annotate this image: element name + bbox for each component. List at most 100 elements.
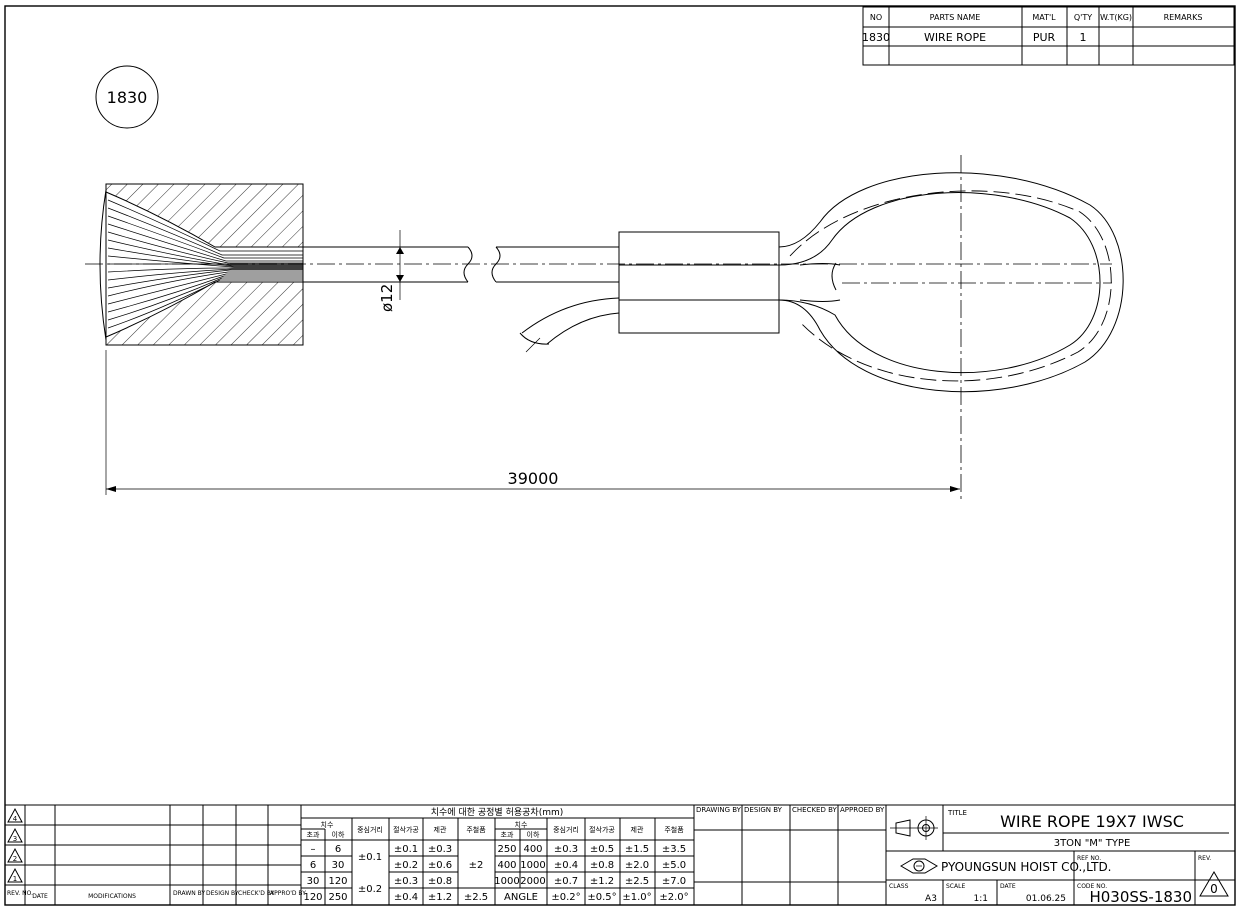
date-label: DATE (1000, 883, 1016, 890)
parts-head-remarks: REMARKS (1164, 13, 1203, 22)
third-angle-projection-icon (890, 816, 938, 840)
revision-triangle-1: 1 (7, 867, 23, 883)
company-name: PYOUNGSUN HOIST CO.,LTD. (941, 860, 1112, 874)
svg-text:±2.0: ±2.0 (625, 860, 649, 871)
svg-text:±2: ±2 (469, 860, 484, 871)
part-balloon: 1830 (95, 65, 159, 129)
length-label: 39000 (508, 469, 559, 488)
svg-text:120: 120 (328, 876, 347, 887)
date-value: 01.06.25 (1026, 894, 1066, 904)
svg-text:±0.5°: ±0.5° (587, 892, 616, 903)
rev-date-label: DATE (32, 893, 48, 900)
svg-text:3: 3 (13, 835, 17, 843)
parts-head-name: PARTS NAME (930, 13, 981, 22)
svg-text:4: 4 (13, 815, 18, 823)
tol-left-over: 초과 (307, 830, 320, 839)
svg-text:1: 1 (13, 875, 17, 883)
company-logo-icon (900, 858, 938, 874)
svg-text:±0.1: ±0.1 (394, 844, 418, 855)
tol-right-size: 치수 (515, 820, 528, 829)
class-value: A3 (925, 894, 937, 904)
svg-text:±2.5: ±2.5 (625, 876, 649, 887)
svg-text:1000: 1000 (520, 860, 545, 871)
title-label: TITLE (947, 809, 967, 817)
svg-text:±0.3: ±0.3 (554, 844, 578, 855)
tol-left-fabrication: 제관 (434, 825, 447, 834)
svg-text:±0.8: ±0.8 (428, 876, 452, 887)
svg-text:–: – (311, 844, 316, 855)
svg-text:±1.5: ±1.5 (625, 844, 649, 855)
revision-triangle-3: 3 (7, 827, 23, 843)
svg-text:±5.0: ±5.0 (662, 860, 686, 871)
svg-text:±0.1: ±0.1 (358, 852, 382, 863)
svg-text:±1.2: ±1.2 (428, 892, 452, 903)
tolerance-title: 치수에 대한 공정별 허용공차(mm) (431, 806, 564, 818)
svg-text:±0.6: ±0.6 (428, 860, 452, 871)
svg-text:±0.7: ±0.7 (554, 876, 578, 887)
design-by-label: DESIGN BY (744, 806, 782, 814)
parts-head-qty: Q'TY (1074, 13, 1092, 22)
tol-right-fabrication: 제관 (631, 825, 644, 834)
rev-approved-label: APPRO'D BY (270, 890, 306, 897)
revision-number: 0 (1210, 882, 1218, 896)
class-label: CLASS (889, 883, 909, 890)
svg-text:±0.2: ±0.2 (358, 884, 382, 895)
tol-left-under: 이하 (332, 830, 345, 839)
tol-right-over: 초과 (501, 830, 514, 839)
rev-no-label: REV. NO. (7, 890, 33, 897)
svg-text:400: 400 (497, 860, 516, 871)
tol-left-machining: 절삭가공 (393, 825, 419, 834)
svg-text:6: 6 (335, 844, 341, 855)
svg-text:2: 2 (13, 855, 17, 863)
scale-value: 1:1 (974, 894, 988, 904)
svg-text:±0.3: ±0.3 (428, 844, 452, 855)
length-dimension: 39000 (105, 350, 960, 495)
parts-row-material: PUR (1033, 31, 1056, 44)
svg-text:2000: 2000 (520, 876, 545, 887)
diameter-dimension: ø12 (378, 230, 404, 312)
svg-text:250: 250 (497, 844, 516, 855)
parts-head-material: MAT'L (1032, 13, 1056, 22)
rev-label: REV. (1198, 855, 1211, 862)
tol-left-rows: – 6 ±0.1 ±0.3 6 30 ±0.2 ±0.6 30 120 ±0.3… (303, 844, 488, 903)
tol-right-casting: 주철품 (664, 825, 684, 834)
wire-rope-drawing: ø12 39000 (85, 155, 1124, 500)
svg-text:400: 400 (523, 844, 542, 855)
svg-text:±7.0: ±7.0 (662, 876, 686, 887)
svg-text:250: 250 (328, 892, 347, 903)
approved-by-label: APPROED BY (840, 806, 885, 814)
rev-design-label: DESIGN BY (206, 890, 239, 897)
checked-by-label: CHECKED BY (792, 806, 837, 814)
title-block: TITLE WIRE ROPE 19X7 IWSC 3TON "M" TYPE … (885, 804, 1236, 906)
svg-text:30: 30 (332, 860, 345, 871)
svg-text:±0.4: ±0.4 (394, 892, 418, 903)
tol-right-center: 중심거리 (553, 825, 579, 834)
tol-right-machining: 절삭가공 (589, 825, 615, 834)
svg-text:±2.0°: ±2.0° (659, 892, 688, 903)
sheet-border (4, 5, 1236, 906)
revision-triangle-icon: 0 (1199, 871, 1229, 897)
rev-drawn-label: DRAWN BY (173, 890, 205, 897)
svg-text:120: 120 (303, 892, 322, 903)
parts-row-name: WIRE ROPE (924, 31, 986, 44)
svg-text:30: 30 (307, 876, 320, 887)
svg-text:±1.0°: ±1.0° (622, 892, 651, 903)
svg-text:±2.5: ±2.5 (464, 892, 488, 903)
svg-text:±3.5: ±3.5 (662, 844, 686, 855)
revision-triangle-4: 4 (7, 807, 23, 823)
tol-left-casting: 주철품 (466, 825, 486, 834)
parts-row-no: 1830 (862, 31, 890, 44)
svg-text:ANGLE: ANGLE (504, 892, 538, 903)
svg-text:±0.4: ±0.4 (554, 860, 578, 871)
rope-eye-loop (778, 172, 1124, 393)
code-value: H030SS-1830 (1089, 888, 1192, 906)
drawing-subtitle: 3TON "M" TYPE (1054, 838, 1131, 849)
balloon-number: 1830 (107, 88, 148, 107)
drawing-by-label: DRAWING BY (696, 806, 741, 814)
ref-no-label: REF NO. (1077, 855, 1101, 862)
tolerance-table: 치수에 대한 공정별 허용공차(mm) 치수 초과 이하 중심거리 절삭가공 제… (300, 804, 695, 906)
tol-left-size: 치수 (321, 820, 334, 829)
diameter-label: ø12 (378, 284, 396, 312)
svg-text:±0.2: ±0.2 (394, 860, 418, 871)
